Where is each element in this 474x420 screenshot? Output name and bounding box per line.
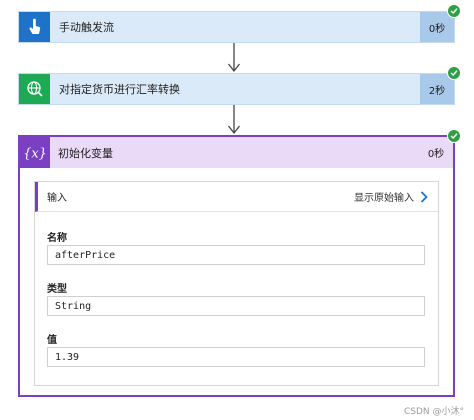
step-title: 手动触发流 bbox=[59, 21, 114, 34]
show-raw-inputs-label: 显示原始输入 bbox=[354, 193, 414, 204]
flow-arrow-icon bbox=[227, 43, 241, 73]
step-duration: 0秒 bbox=[419, 137, 453, 168]
field-label-name: 名称 bbox=[47, 233, 67, 244]
field-value-value[interactable]: 1.39 bbox=[47, 347, 425, 367]
chevron-right-icon bbox=[420, 190, 428, 203]
step-title: 对指定货币进行汇率转换 bbox=[59, 83, 180, 96]
success-check-icon bbox=[447, 66, 461, 80]
flow-arrow-icon bbox=[227, 105, 241, 135]
touch-hand-icon bbox=[19, 12, 50, 42]
variable-braces-icon: {x} bbox=[20, 137, 50, 168]
success-check-icon bbox=[447, 129, 461, 143]
inputs-header: 输入 显示原始输入 bbox=[35, 182, 438, 212]
inputs-label: 输入 bbox=[47, 193, 67, 204]
field-label-value: 值 bbox=[47, 335, 57, 346]
step-header[interactable]: {x} 初始化变量 0秒 bbox=[20, 137, 453, 168]
step-currency-conversion[interactable]: 对指定货币进行汇率转换 2秒 bbox=[18, 73, 455, 105]
watermark: CSDN @小沐° bbox=[403, 407, 464, 417]
step-manual-trigger[interactable]: 手动触发流 0秒 bbox=[18, 11, 455, 43]
inputs-panel: 输入 显示原始输入 名称 afterPrice 类型 String 值 1.39 bbox=[34, 181, 439, 386]
step-title: 初始化变量 bbox=[58, 146, 113, 160]
success-check-icon bbox=[447, 4, 461, 18]
step-duration: 0秒 bbox=[420, 12, 454, 42]
show-raw-inputs-link[interactable]: 显示原始输入 bbox=[354, 189, 428, 204]
field-label-type: 类型 bbox=[47, 284, 67, 295]
field-value-type[interactable]: String bbox=[47, 296, 425, 316]
step-initialize-variable: {x} 初始化变量 0秒 输入 显示原始输入 名称 afterPrice 类型 … bbox=[18, 135, 455, 397]
svg-text:{x}: {x} bbox=[23, 146, 47, 161]
step-duration: 2秒 bbox=[420, 74, 454, 104]
globe-currency-icon bbox=[19, 74, 50, 104]
field-value-name[interactable]: afterPrice bbox=[47, 245, 425, 265]
